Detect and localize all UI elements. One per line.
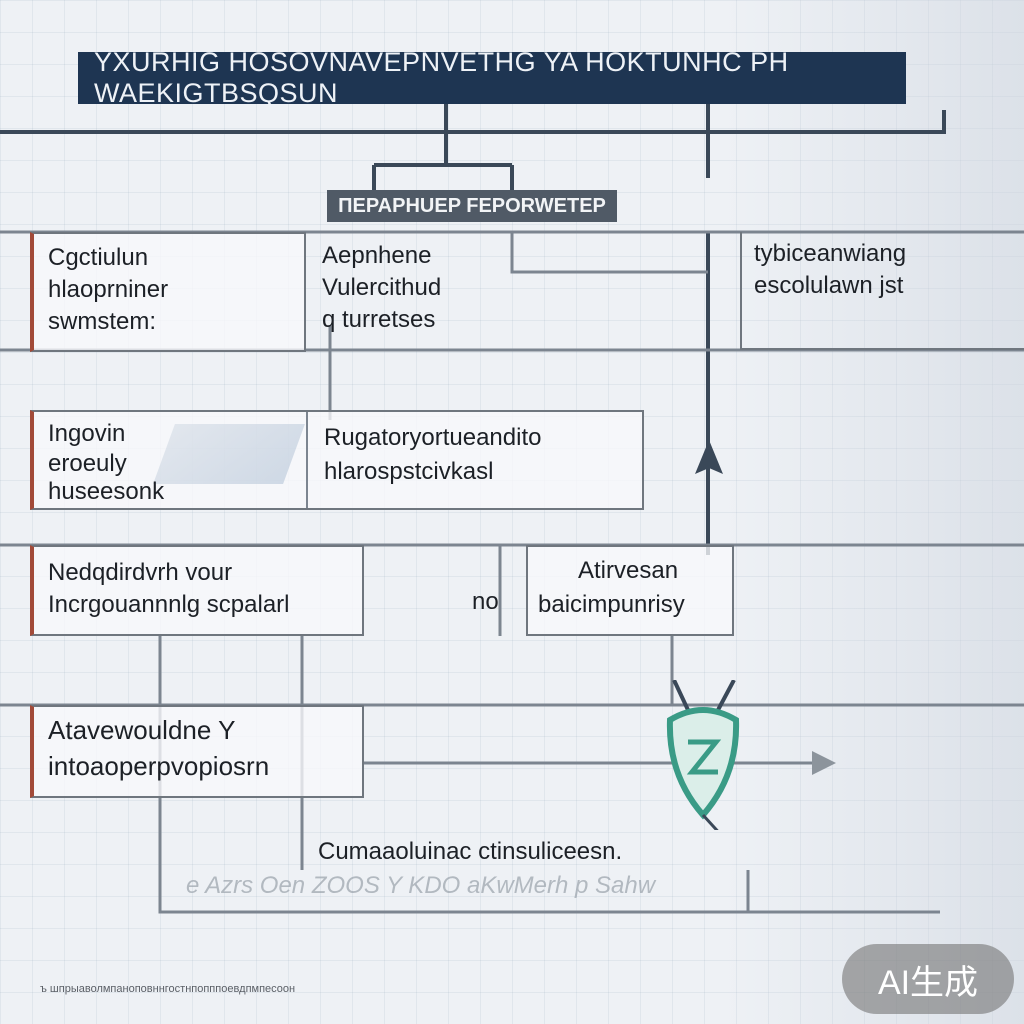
- node-n1-line-1: Cgctiulun: [48, 244, 149, 271]
- arrow-up-icon: [695, 440, 723, 474]
- shield-icon: [666, 680, 740, 830]
- background-sketch-wash: [724, 0, 1024, 1024]
- node-n2: Aepnhene Vulercithud q turretses: [306, 232, 512, 352]
- node-n5-line-2: hlarospstcivkasl: [324, 458, 494, 485]
- small-connector-label: no: [472, 588, 499, 615]
- top-horizontal-line: [0, 110, 946, 134]
- node-n7: Atirvesan baicimpunrisy: [526, 545, 734, 636]
- node-n3-line-2: escolulawn jst: [754, 272, 904, 299]
- node-n3: tybiceanwiang escolulawn jst: [740, 232, 1024, 350]
- branch-to-right-line: [510, 232, 708, 274]
- sketch-decoration: [153, 424, 305, 484]
- node-n7-line-1: Atirvesan: [578, 557, 679, 584]
- faint-sketch-label: e Azrs Oen ZOOS Y KDO aKwMerh p Sahw: [186, 872, 656, 899]
- node-n2-line-2: Vulercithud: [322, 274, 442, 301]
- bottom-label: Cumaaoluinac ctinsuliceesn.: [318, 838, 623, 865]
- node-n1-line-2: hlaoprniner: [48, 276, 169, 303]
- diagram-title: YXURHIG HOSOVNAVEPNVETHG YA HOKTUNHC PH …: [78, 47, 906, 108]
- node-n3-line-1: tybiceanwiang: [754, 240, 907, 267]
- node-n2-line-1: Aepnhene: [322, 242, 432, 269]
- row2-divider: [306, 412, 308, 508]
- footer-caption: ъ шпрыаволмпаноповннгостнпопппоевдпмпесо…: [40, 983, 296, 995]
- ai-generated-badge: AI生成: [842, 944, 1014, 1014]
- node-n1-line-3: swmstem:: [48, 308, 156, 335]
- node-n7-line-2: baicimpunrisy: [538, 591, 685, 618]
- subtitle-branch: [372, 132, 514, 190]
- node-n6-line-2: Incrgouannnlg scpalarl: [48, 591, 290, 618]
- node-n1: Cgctiulun hlaoprniner swmstem:: [30, 232, 306, 352]
- node-n8: Atavewouldne Y intoaoperpvopiosrn: [30, 705, 364, 798]
- arrow-right-icon: [812, 751, 836, 775]
- node-n6-line-1: Nedqdirdvrh vour: [48, 559, 233, 586]
- node-n4-line-2: eroeuly: [48, 450, 127, 477]
- node-row2: Ingovin eroeuly huseesonk Rugatoryortuea…: [30, 410, 644, 510]
- node-n2-line-3: q turretses: [322, 306, 436, 333]
- node-n5-line-1: Rugatoryortueandito: [324, 424, 542, 451]
- diagram-subtitle: ПEPAPHUEP FEPORWETEP: [327, 190, 617, 222]
- node-n6: Nedqdirdvrh vour Incrgouannnlg scpalarl: [30, 545, 364, 636]
- node-n8-line-1: Atavewouldne Y: [48, 715, 236, 745]
- node-n8-line-2: intoaoperpvopiosrn: [48, 751, 270, 781]
- node-n4-line-3: huseesonk: [48, 478, 165, 505]
- node-n4-line-1: Ingovin: [48, 420, 126, 447]
